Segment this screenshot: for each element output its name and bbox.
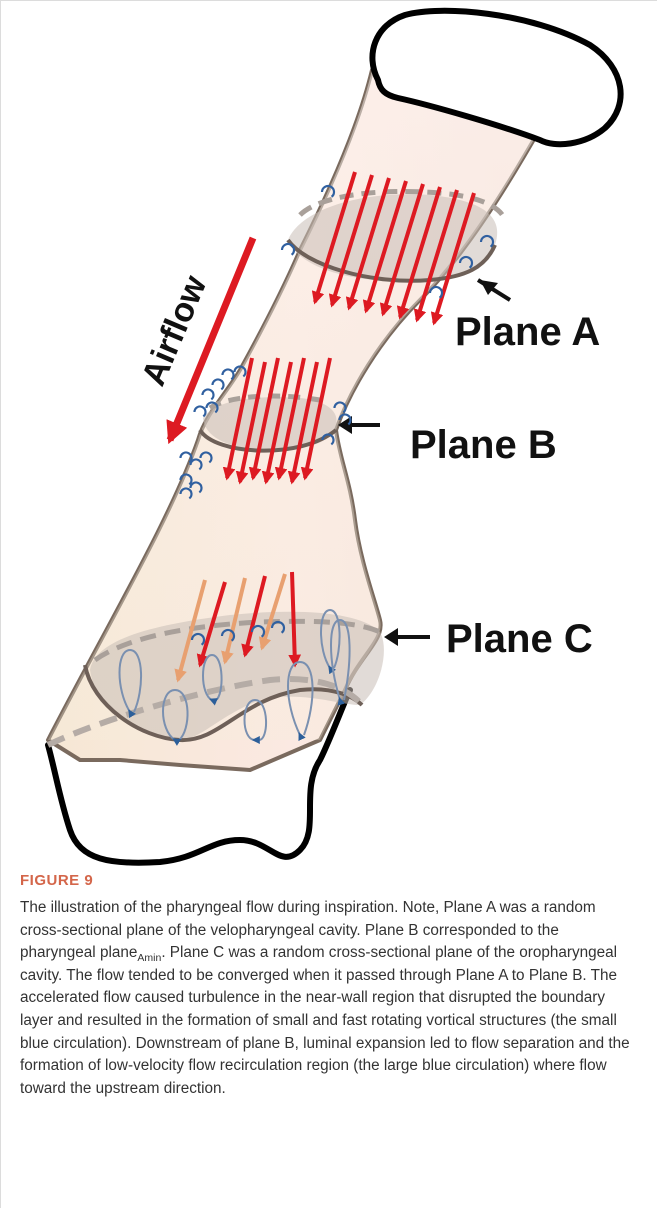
small-vortex: [430, 287, 442, 298]
caption-subscript: Amin: [137, 952, 161, 964]
pharyngeal-flow-illustration: Airflow Plane A Plane B Plane C: [0, 0, 662, 870]
caption-part-2: . Plane C was a random cross-sectional p…: [20, 944, 630, 1097]
small-vortex: [213, 380, 224, 390]
caption-text: The illustration of the pharyngeal flow …: [20, 897, 630, 1100]
plane-a-label: Plane A: [455, 310, 600, 354]
plane-b-label: Plane B: [410, 423, 557, 467]
plane-c-label: Plane C: [446, 617, 593, 661]
small-vortex: [195, 407, 206, 417]
figure-caption: FIGURE 9 The illustration of the pharyng…: [20, 872, 630, 1100]
figure-number: FIGURE 9: [20, 872, 630, 889]
small-vortex: [223, 370, 234, 380]
small-vortex: [203, 390, 214, 400]
airflow-label: Airflow: [134, 270, 214, 391]
small-vortex: [282, 244, 294, 255]
